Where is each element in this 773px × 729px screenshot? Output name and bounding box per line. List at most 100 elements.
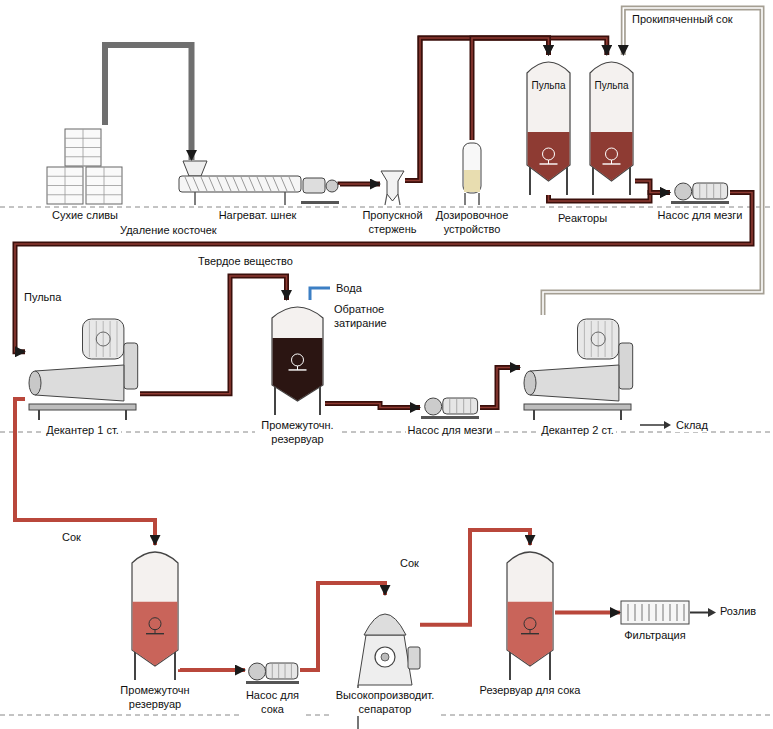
equipment-drawing [380, 170, 405, 205]
equipment-label: Декантер 2 ст. [539, 423, 616, 437]
equipment-drawing [45, 125, 125, 205]
pipe-line [15, 193, 752, 352]
pipe-line [555, 611, 620, 615]
equipment-drawing [270, 300, 325, 415]
equipment-label: Сухие сливы [50, 208, 120, 222]
equipment-drawing [420, 395, 480, 420]
arrow-head [340, 184, 380, 186]
equipment-drawing [505, 545, 555, 680]
pump: Насос для сока [245, 660, 300, 685]
equipment-drawing [620, 600, 690, 625]
decanter: Декантер 1 ст. [25, 315, 140, 420]
pipe-line [140, 276, 287, 394]
pipe-core [543, 8, 762, 315]
bottling-arrow [690, 608, 716, 617]
equipment-drawing [525, 55, 572, 195]
pump: Насос для мезги [420, 395, 480, 420]
filter-unit: Фильтрация [620, 600, 690, 625]
pulp-pipe [405, 38, 607, 181]
vessel-content-label: Пульпа [588, 79, 635, 92]
pipe-line [15, 399, 155, 545]
flow-label: Твердое вещество [196, 254, 295, 268]
dosing-unit: Дозировочное устройство [460, 140, 484, 205]
equipment-label: Насос для сока [240, 688, 306, 716]
pipe-line [405, 38, 607, 181]
bucket-elevator [105, 45, 192, 160]
reactor-vessel: Пульпа [525, 55, 572, 195]
boiled-juice-pipe [543, 8, 762, 315]
flow-label: Обратное затирание [332, 302, 418, 330]
pump: Насос для мезги [670, 180, 730, 205]
equipment-drawing [588, 55, 635, 195]
juice-pipe [555, 612, 620, 613]
pipe-line [340, 182, 380, 188]
arrow-head [543, 8, 762, 315]
arrow-head [180, 669, 245, 671]
pipe-core [15, 193, 752, 352]
buffer-tank: Промежуточн. резервуар [270, 300, 325, 415]
flow-label: Склад [674, 418, 710, 432]
arrow-head [140, 276, 287, 394]
floor-line [0, 207, 773, 715]
pulp-pipe [480, 368, 520, 408]
equipment-drawing [25, 315, 140, 420]
pipe-core [635, 181, 670, 193]
arrow-head [105, 45, 192, 160]
pipe-core [325, 404, 420, 408]
equipment-drawing [350, 595, 420, 685]
heating-screw: Нагреват. шнек [175, 160, 340, 205]
pipe-core [340, 183, 380, 185]
equipment-drawing [130, 545, 180, 680]
flow-label: Сок [60, 530, 83, 544]
reactor-vessel: Пульпа [588, 55, 635, 195]
flow-label: Сок [398, 556, 421, 570]
pipe-line [105, 45, 192, 160]
pass-rod: Пропускной стержень [380, 170, 405, 205]
flow-label: Пульпа [22, 290, 63, 304]
pipe-core [405, 38, 607, 181]
decanter: Декантер 2 ст. [520, 315, 635, 420]
equipment-label: Нагреват. шнек [217, 208, 299, 222]
pipe-line [635, 181, 670, 193]
pulp-pipe [325, 404, 420, 408]
arrow-head [325, 404, 420, 408]
juice-pipe [180, 669, 245, 671]
arrow-head [405, 38, 607, 181]
equipment-label: Резервуар для сока [478, 683, 583, 697]
pulp-pipe [635, 181, 670, 193]
juice-pipe [15, 399, 155, 545]
equipment-label: Промежуточн резервуар [112, 683, 198, 711]
juice-tank: Промежуточн резервуар [130, 545, 180, 680]
equipment-drawing [175, 160, 340, 205]
arrow-head [15, 399, 155, 545]
flow-label: Удаление косточек [118, 223, 219, 237]
pipe-line [180, 667, 245, 672]
equipment-label: Насос для мезги [656, 208, 745, 222]
arrow-head [480, 368, 520, 408]
juice-tank: Резервуар для сока [505, 545, 555, 680]
arrow-head [555, 612, 620, 613]
pipe-line [480, 368, 520, 408]
equipment-label: Декантер 1 ст. [44, 423, 121, 437]
vessel-content-label: Пульпа [525, 79, 572, 92]
equipment-label: Промежуточн. резервуар [255, 418, 341, 446]
equipment-label: Насос для мезги [406, 423, 495, 437]
flow-label: Реакторы [556, 211, 609, 225]
pulp-pipe [140, 276, 287, 394]
equipment-label: Фильтрация [622, 628, 687, 642]
pipe-line [325, 404, 420, 408]
pipe-core [140, 276, 287, 394]
prune-crates: Сухие сливы [45, 125, 125, 205]
equipment-drawing [670, 180, 730, 205]
flow-label: Розлив [718, 604, 758, 618]
equipment-label: Высокопроизводит. сепаратор [331, 688, 439, 716]
flow-label: Прокипяченный сок [630, 12, 735, 26]
pulp-pipe [340, 184, 380, 186]
flow-label: Вода [334, 281, 364, 295]
separator: Высокопроизводит. сепаратор [350, 595, 420, 685]
pulp-pipe [15, 193, 752, 352]
equipment-drawing [245, 660, 300, 685]
water-pipe [310, 288, 330, 300]
pipe-line [543, 8, 762, 315]
